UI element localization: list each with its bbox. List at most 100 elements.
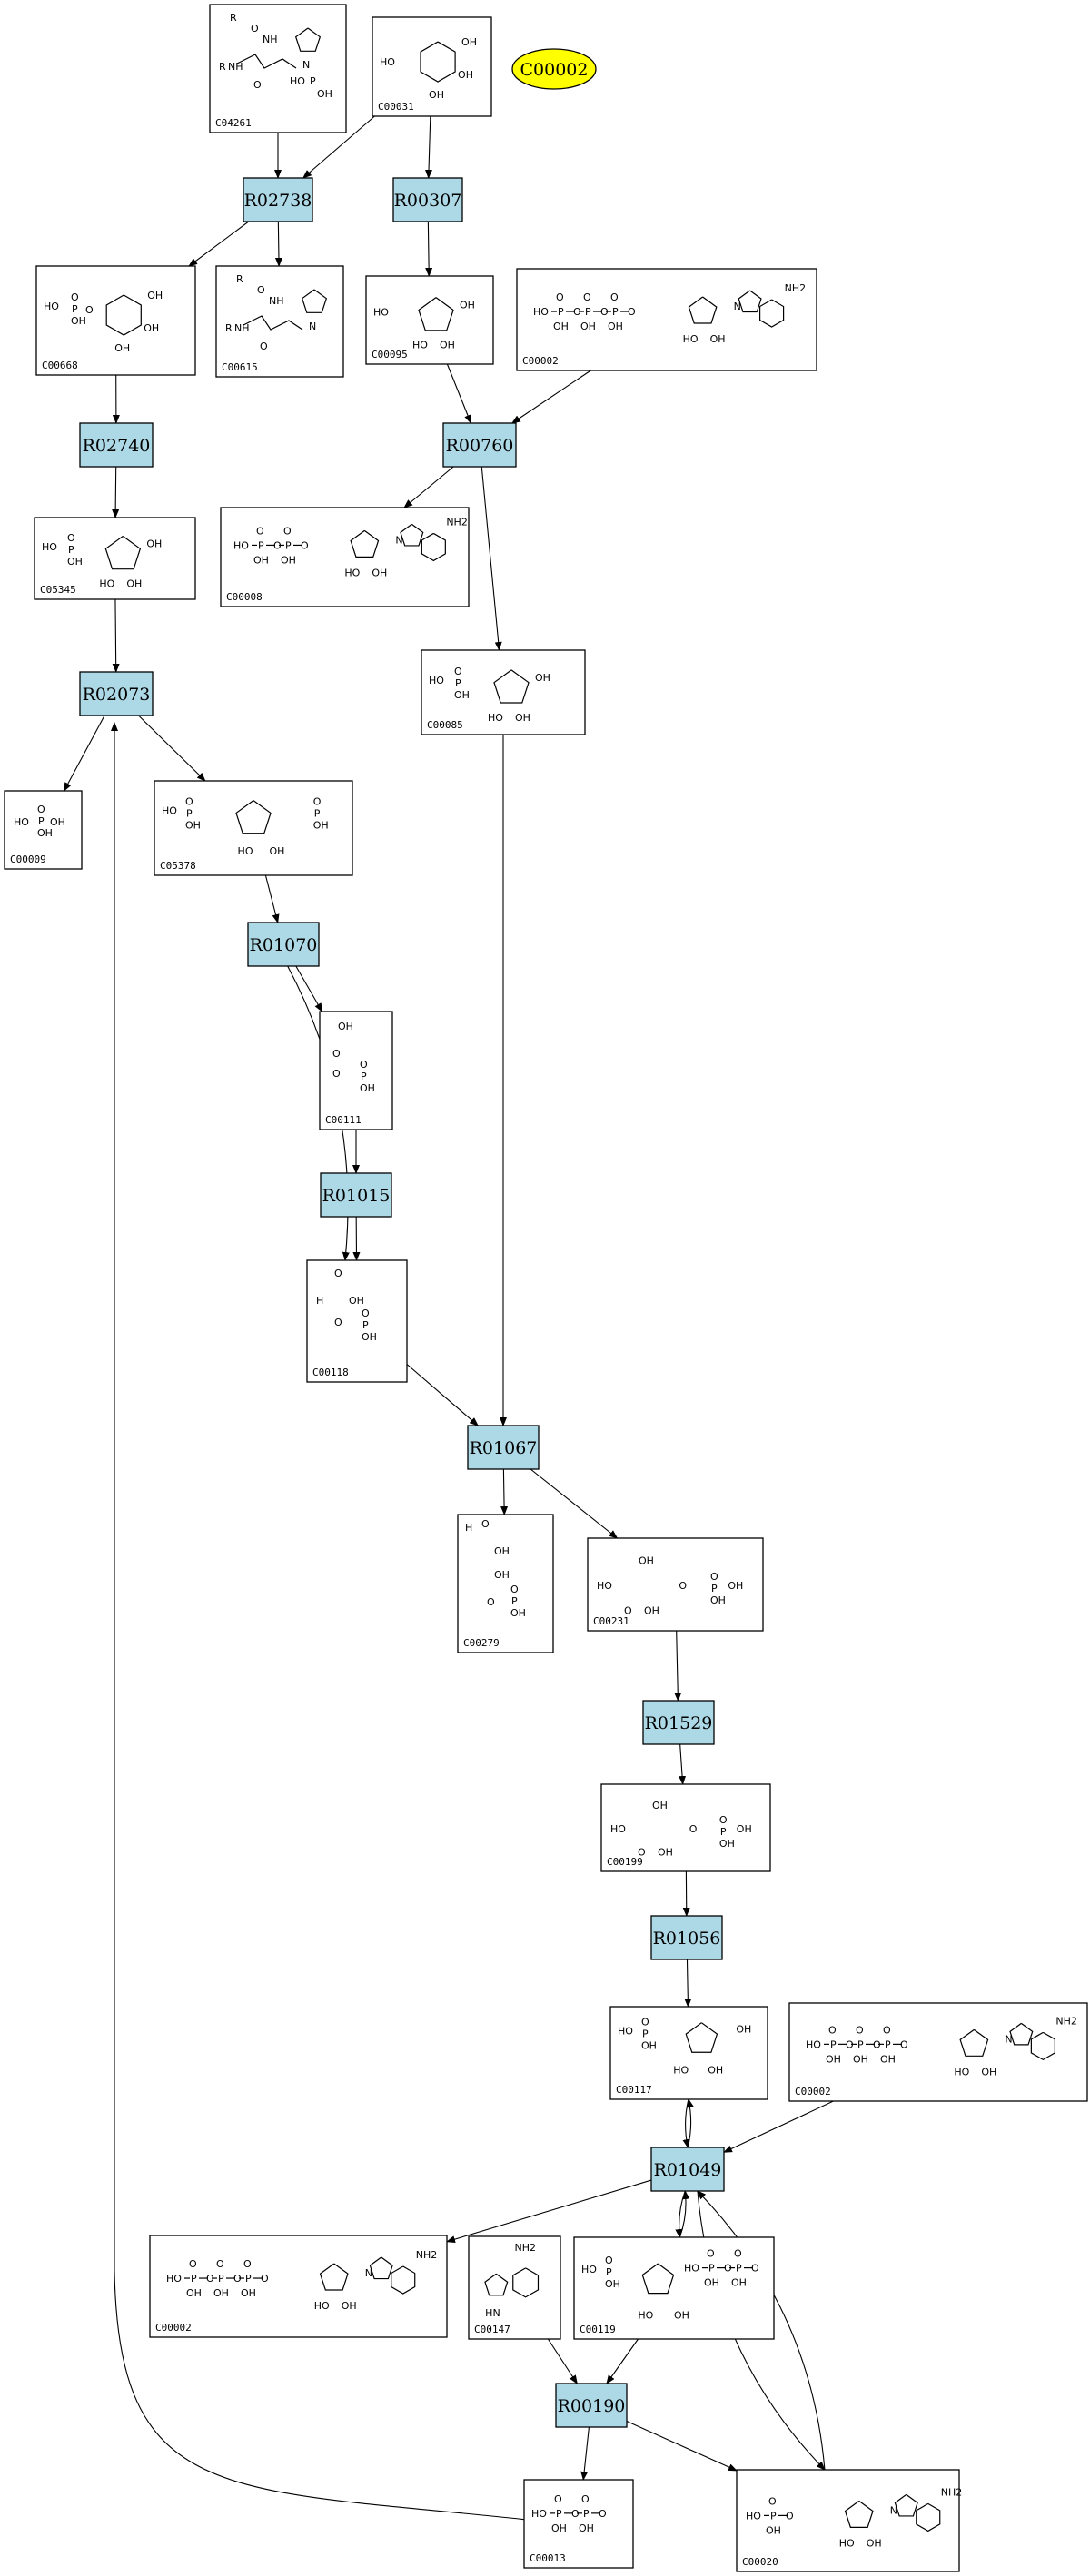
structure-atom-label: P [720, 1826, 727, 1838]
reaction-box[interactable] [555, 2383, 628, 2428]
structure-bond [1009, 2022, 1034, 2046]
structure-atom-label: OH [253, 554, 269, 566]
structure-atom-label: OH [362, 1331, 377, 1343]
structure-bond [641, 2263, 675, 2295]
reaction-R01067[interactable]: R01067 [467, 1425, 540, 1470]
structure-bond [1030, 2031, 1055, 2061]
compound-box[interactable] [365, 275, 494, 365]
reaction-label: R01056 [653, 1929, 721, 1949]
structure-atom-label: OH [766, 2524, 781, 2536]
structure-atom-label: P [186, 807, 193, 819]
compound-box[interactable] [736, 2469, 960, 2572]
reaction-box[interactable] [650, 2147, 725, 2192]
compound-box[interactable] [4, 790, 83, 870]
compound-box[interactable] [457, 1514, 554, 1653]
structure-atom-label: OH [37, 827, 53, 839]
structure-atom-label: OH [494, 1545, 510, 1557]
compound-box[interactable] [34, 517, 196, 600]
structure-bond [104, 536, 142, 570]
compound-box[interactable] [421, 649, 586, 735]
reaction-label: R02073 [83, 685, 151, 705]
structure-atom-label: P [885, 2038, 891, 2050]
compound-box[interactable] [149, 2235, 448, 2338]
reaction-R02740[interactable]: R02740 [79, 422, 154, 468]
compound-box[interactable] [468, 2235, 561, 2340]
reaction-box[interactable] [467, 1425, 540, 1470]
compound-id-label: C00615 [222, 361, 258, 373]
compound-box[interactable] [573, 2236, 775, 2340]
reaction-box[interactable] [79, 671, 154, 716]
structure-atom-label: OH [710, 1594, 726, 1606]
reaction-R01529[interactable]: R01529 [642, 1700, 715, 1745]
reaction-box[interactable] [247, 922, 320, 967]
reaction-box[interactable] [650, 1915, 723, 1960]
compound-id-label: C05378 [160, 860, 196, 872]
reaction-box[interactable] [320, 1172, 392, 1218]
compound-box[interactable] [788, 2002, 1088, 2102]
reaction-box[interactable] [442, 422, 517, 468]
compound-box[interactable] [372, 16, 492, 117]
reaction-box[interactable] [243, 177, 313, 222]
structure-bond [738, 290, 762, 313]
reaction-R01049[interactable]: R01049 [650, 2147, 725, 2192]
compound-box[interactable] [209, 4, 347, 133]
reaction-R00760[interactable]: R00760 [442, 422, 517, 468]
compound-box[interactable] [516, 268, 818, 371]
reaction-R00190[interactable]: R00190 [555, 2383, 628, 2428]
compound-box[interactable] [215, 265, 344, 378]
reaction-R01015[interactable]: R01015 [320, 1172, 392, 1218]
edge-30 [723, 2100, 834, 2153]
compound-box[interactable] [600, 1783, 771, 1872]
structure-atom-label: O [189, 2258, 197, 2270]
structure-atom-label: O [873, 2038, 881, 2050]
compound-box[interactable] [609, 2006, 768, 2100]
reaction-box[interactable] [79, 422, 154, 468]
reaction-box[interactable] [392, 177, 463, 222]
compound-box[interactable] [35, 265, 196, 376]
reaction-R01056[interactable]: R01056 [650, 1915, 723, 1960]
structure-atom-label: OH [460, 300, 475, 311]
compound-box[interactable] [587, 1537, 764, 1632]
structure-atom-label: O [599, 2508, 607, 2520]
reaction-R02073[interactable]: R02073 [79, 671, 154, 716]
highlight-ellipse[interactable] [511, 48, 597, 90]
reaction-label: R01049 [654, 2160, 722, 2180]
compound-box[interactable] [319, 1011, 393, 1130]
structure-atom-label: OH [146, 538, 162, 550]
reaction-box[interactable] [642, 1700, 715, 1745]
compound-box[interactable] [523, 2479, 634, 2569]
highlight-oval[interactable]: C00002 [511, 48, 597, 90]
reaction-R01070[interactable]: R01070 [247, 922, 320, 967]
structure-atom-label: O [454, 666, 462, 677]
structure-atom-label: O [243, 2258, 252, 2270]
reaction-R02738[interactable]: R02738 [243, 177, 313, 222]
compound-box[interactable] [306, 1259, 408, 1383]
reaction-R00307[interactable]: R00307 [392, 177, 463, 222]
compound-box[interactable] [154, 780, 353, 876]
structure-atom-label: H [465, 1522, 472, 1534]
